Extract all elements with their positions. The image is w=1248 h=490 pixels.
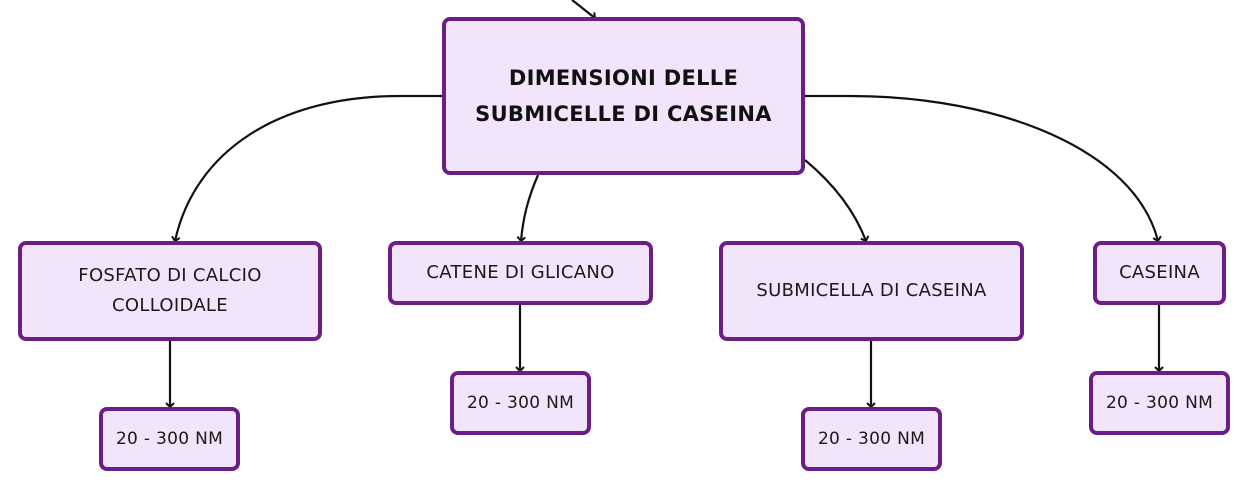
value-node-submicella[interactable]: 20 - 300 NM [801,407,942,471]
edge-root-catene [516,174,540,243]
node-submicella-label: SUBMICELLA DI CASEINA [756,280,987,301]
edge-root-submicella [804,159,870,243]
edge-incoming-root [571,0,597,20]
node-fosfato-label-line2: COLLOIDALE [112,295,228,316]
value-catene-label: 20 - 300 NM [466,393,575,413]
root-node[interactable]: DIMENSIONI DELLE SUBMICELLE DI CASEINA [442,17,805,175]
node-submicella-di-caseina[interactable]: SUBMICELLA DI CASEINA [719,241,1024,341]
root-label: DIMENSIONI DELLE SUBMICELLE DI CASEINA [475,60,772,132]
node-caseina-label: CASEINA [1119,262,1200,283]
node-fosfato-label-line1: FOSFATO DI CALCIO [78,265,262,286]
edge-root-fosfato [171,94,442,243]
node-catene-di-glicano[interactable]: CATENE DI GLICANO [388,241,653,305]
value-caseina-label: 20 - 300 NM [1105,393,1214,413]
value-node-caseina[interactable]: 20 - 300 NM [1089,371,1230,435]
node-caseina[interactable]: CASEINA [1093,241,1226,305]
node-fosfato-label: FOSFATO DI CALCIO COLLOIDALE [78,261,261,321]
value-submicella-label: 20 - 300 NM [817,429,926,449]
root-label-line2: SUBMICELLE DI CASEINA [475,102,772,126]
node-catene-label: CATENE DI GLICANO [426,262,615,283]
value-fosfato-label: 20 - 300 NM [115,429,224,449]
value-node-fosfato[interactable]: 20 - 300 NM [99,407,240,471]
node-fosfato-di-calcio[interactable]: FOSFATO DI CALCIO COLLOIDALE [18,241,322,341]
edge-root-caseina [805,94,1162,243]
root-label-line1: DIMENSIONI DELLE [508,66,739,90]
value-node-catene[interactable]: 20 - 300 NM [450,371,591,435]
